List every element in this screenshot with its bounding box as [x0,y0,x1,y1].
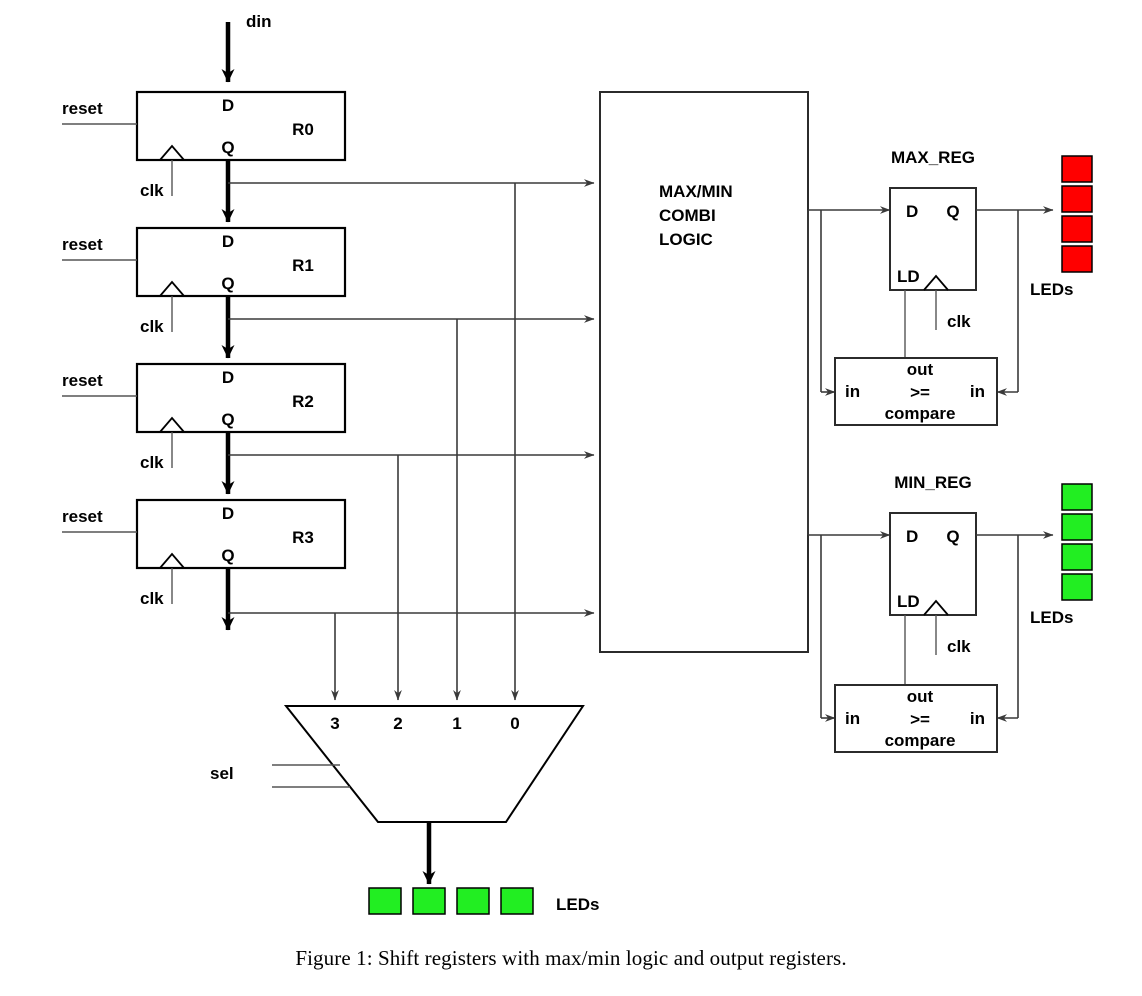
combi-logic-line1: MAX/MIN [659,182,733,201]
min-compare-in-right-label: in [970,709,985,728]
min-compare-block[interactable] [834,684,998,753]
min-reg-d-label: D [906,527,918,546]
register-R3[interactable] [62,498,595,631]
q-label-r2: Q [221,410,234,429]
mux-input-label-1: 1 [452,714,461,733]
max-compare-name-label: compare [885,404,956,423]
reset-label-r3: reset [62,507,103,526]
min-reg-ld-label: LD [897,592,920,611]
register-name-r1: R1 [292,256,314,275]
max-leds-label: LEDs [1030,280,1073,299]
register-R0[interactable] [62,90,595,223]
clk-label-r2: clk [140,453,164,472]
max-reg-block[interactable] [889,187,1054,396]
figure-caption: Figure 1: Shift registers with max/min l… [295,946,847,970]
min-reg-block[interactable] [889,512,1054,722]
q-label-r1: Q [221,274,234,293]
combi-logic-line2: COMBI [659,206,716,225]
min-reg-q-label: Q [946,527,959,546]
max-reg-title: MAX_REG [891,148,975,167]
max-led-array [1061,155,1093,273]
combi-output-routing [807,206,891,722]
min-leds-label: LEDs [1030,608,1073,627]
min-reg-clk-label: clk [947,637,971,656]
q-label-r0: Q [221,138,234,157]
clk-label-r3: clk [140,589,164,608]
min-reg-title: MIN_REG [894,473,971,492]
min-compare-name-label: compare [885,731,956,750]
reset-label-r2: reset [62,371,103,390]
mux-block[interactable] [272,705,585,885]
register-R2[interactable] [62,362,595,495]
min-compare-op-label: >= [910,710,930,729]
max-compare-block[interactable] [834,357,998,426]
clk-label-r1: clk [140,317,164,336]
combi-logic-block[interactable] [599,91,809,653]
clk-label-r0: clk [140,181,164,200]
register-name-r0: R0 [292,120,314,139]
d-label-r0: D [222,96,234,115]
d-label-r3: D [222,504,234,523]
combi-logic-line3: LOGIC [659,230,713,249]
d-label-r1: D [222,232,234,251]
register-R1[interactable] [62,226,595,359]
max-compare-in-right-label: in [970,382,985,401]
max-reg-clk-label: clk [947,312,971,331]
min-compare-in-left-label: in [845,709,860,728]
min-led-array [1061,483,1093,601]
max-compare-in-left-label: in [845,382,860,401]
max-reg-ld-label: LD [897,267,920,286]
reset-label-r0: reset [62,99,103,118]
max-compare-op-label: >= [910,383,930,402]
mux-input-label-3: 3 [330,714,339,733]
mux-leds-label: LEDs [556,895,599,914]
mux-input-label-2: 2 [393,714,402,733]
register-name-r2: R2 [292,392,314,411]
din-label: din [246,12,272,31]
register-name-r3: R3 [292,528,314,547]
mux-input-label-0: 0 [510,714,519,733]
q-label-r3: Q [221,546,234,565]
max-reg-q-label: Q [946,202,959,221]
max-compare-out-label: out [907,360,934,379]
mux-led-array [368,887,534,915]
d-label-r2: D [222,368,234,387]
mux-input-taps [331,183,519,701]
reset-label-r1: reset [62,235,103,254]
max-reg-d-label: D [906,202,918,221]
sel-label: sel [210,764,234,783]
min-compare-out-label: out [907,687,934,706]
